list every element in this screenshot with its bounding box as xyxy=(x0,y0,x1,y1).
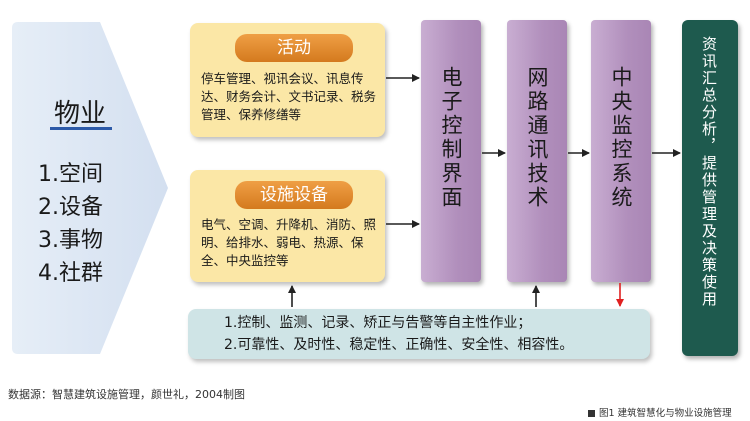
activities-label: 活动 xyxy=(235,34,353,62)
control-box xyxy=(188,309,650,359)
activities-text: 停车管理、视讯会议、讯息传达、财务会计、文书记录、税务管理、保养修缮等 xyxy=(201,71,377,122)
column-central-monitor xyxy=(591,20,651,282)
control-line-2: 2.可靠性、及时性、稳定性、正确性、安全性、相容性。 xyxy=(224,337,574,353)
property-item: 2.设备 xyxy=(38,195,103,220)
analysis-label: 资讯汇总分析，提供管理及决策使用 xyxy=(700,36,718,308)
column-control-interface-label: 电子控制界面 xyxy=(439,66,463,210)
property-title: 物业 xyxy=(53,99,106,129)
property-list: 1.空间 2.设备 3.事物 4.社群 xyxy=(38,158,103,290)
source-note: 数据源：智慧建筑设施管理，颜世礼，2004制图 xyxy=(8,388,245,401)
column-network-label: 网路通讯技术 xyxy=(525,66,549,210)
column-network xyxy=(507,20,567,282)
facilities-label: 设施设备 xyxy=(235,181,353,209)
control-line-1: 1.控制、监测、记录、矫正与告警等自主性作业； xyxy=(224,315,532,331)
figure-caption-text: 图1 建筑智慧化与物业设施管理 xyxy=(599,408,732,419)
property-item: 1.空间 xyxy=(38,162,103,187)
facilities-text: 电气、空调、升降机、消防、照明、给排水、弱电、热源、保全、中央监控等 xyxy=(201,217,377,268)
analysis-column xyxy=(682,20,738,356)
property-item: 4.社群 xyxy=(38,261,103,286)
property-chevron xyxy=(12,22,168,354)
property-item: 3.事物 xyxy=(38,228,103,253)
column-control-interface xyxy=(421,20,481,282)
property-title-underline xyxy=(50,127,112,130)
figure-caption: 图1 建筑智慧化与物业设施管理 xyxy=(588,405,732,419)
column-central-monitor-label: 中央监控系统 xyxy=(609,66,633,210)
caption-square-icon xyxy=(588,410,595,417)
